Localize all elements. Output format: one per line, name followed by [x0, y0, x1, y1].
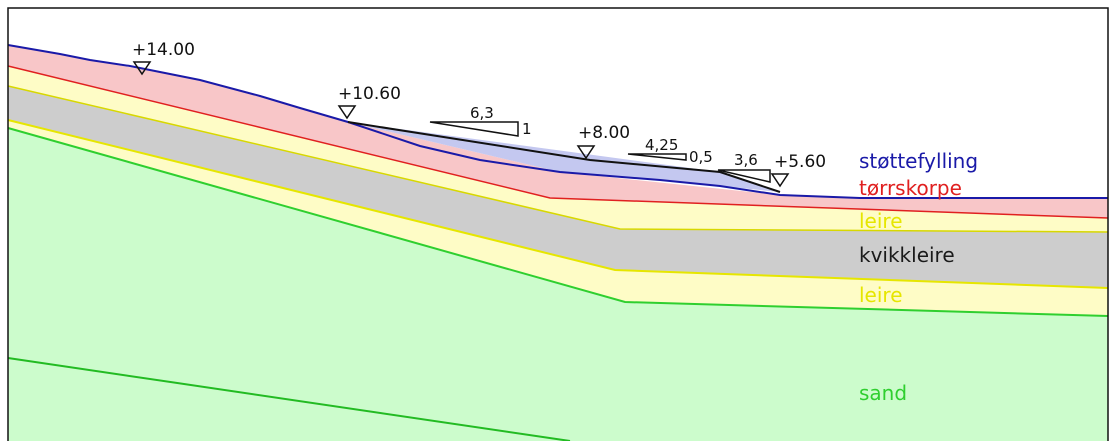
slope-ratio-triangle-3-icon: [717, 169, 771, 183]
slope-ratio-triangle-1-icon: [429, 121, 519, 137]
layer-label-stottefylling: støttefylling: [859, 149, 978, 173]
elevation-marker-middle-icon: [576, 145, 596, 160]
slope-ratio-triangle-2-icon: [627, 153, 687, 161]
layer-label-leire-upper: leire: [859, 209, 903, 233]
ground-surface-line: [7, 44, 1108, 199]
slope-ratio-1-horizontal: 6,3: [470, 104, 494, 122]
sand-deep-line: [7, 357, 571, 441]
stottefylling-top-line: [347, 121, 781, 193]
kvikkleire-layer: [8, 86, 1108, 288]
leire-lower-layer: [8, 120, 1108, 316]
elevation-label-middle: +8.00: [578, 123, 630, 143]
diagram-frame: [7, 7, 1109, 441]
torrskorpe-layer: [8, 45, 1108, 218]
leire-lower-boundary-line: [7, 119, 1109, 289]
elevation-marker-upper-slope-icon: [337, 105, 357, 120]
elevation-label-toe: +5.60: [774, 152, 826, 172]
slope-ratio-2-horizontal: 4,25: [645, 136, 678, 154]
sand-boundary-line: [7, 127, 1109, 317]
slope-ratio-3-horizontal: 3,6: [734, 151, 758, 169]
elevation-label-top: +14.00: [132, 40, 195, 60]
layer-label-kvikkleire: kvikkleire: [859, 243, 955, 267]
slope-ratio-2-vertical: 0,5: [689, 148, 713, 166]
kvikkleire-boundary-line: [7, 85, 1109, 233]
elevation-marker-toe-icon: [770, 173, 790, 188]
slope-ratio-1-vertical: 1: [522, 120, 532, 138]
layer-label-leire-lower: leire: [859, 283, 903, 307]
elevation-marker-top-icon: [132, 61, 152, 76]
leire-upper-boundary-line: [7, 65, 1109, 219]
layer-label-torrskorpe: tørrskorpe: [859, 176, 962, 200]
elevation-label-upper-slope: +10.60: [338, 84, 401, 104]
layer-label-sand: sand: [859, 381, 907, 405]
